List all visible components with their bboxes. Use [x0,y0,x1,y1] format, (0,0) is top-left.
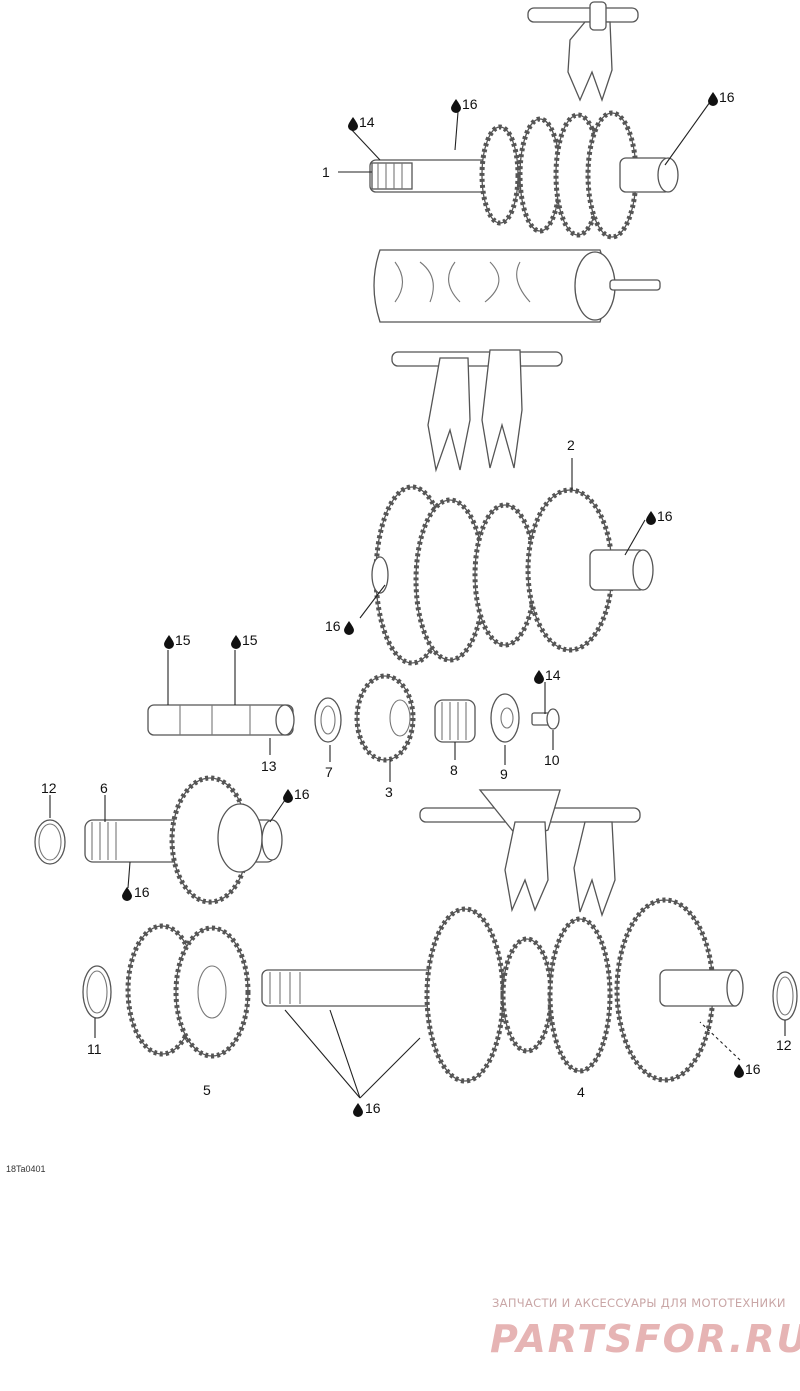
callout-7: 7 [325,764,333,780]
svg-text:14: 14 [359,114,375,130]
drawing-code: 18Ta0401 [6,1164,46,1174]
callout-12-left: 12 [41,780,57,796]
callout-5: 5 [203,1082,211,1098]
lube-marker: 14 [348,114,375,131]
lube-marker: 16 [283,786,310,803]
circlip-12-left [34,819,66,865]
callout-2: 2 [567,437,575,453]
screw-10 [531,708,560,730]
lube-marker: 16 [451,96,478,113]
main-shaft-assembly [369,110,679,240]
needle-bearing-8 [434,699,476,743]
svg-text:16: 16 [719,89,735,105]
oil-drop-icon [708,92,718,106]
svg-text:16: 16 [134,884,150,900]
output-shaft-gear-6 [84,775,283,905]
watermark-caption: ЗАПЧАСТИ И АКСЕССУАРЫ ДЛЯ МОТОТЕХНИКИ [492,1296,786,1310]
lube-marker: 14 [534,667,561,684]
washer-7 [314,697,342,743]
lower-shift-fork [419,789,641,918]
svg-text:16: 16 [462,96,478,112]
svg-text:15: 15 [242,632,258,648]
svg-text:16: 16 [365,1100,381,1116]
lube-marker: 16 [646,508,673,525]
watermark: ЗАПЧАСТИ И АКСЕССУАРЫ ДЛЯ МОТОТЕХНИКИ PA… [490,1296,800,1361]
svg-text:16: 16 [657,508,673,524]
oil-drop-icon [734,1064,744,1078]
callout-1: 1 [322,164,330,180]
callout-9: 9 [500,766,508,782]
lube-marker: 15 [164,632,191,649]
gear-5 [125,923,251,1059]
oil-drop-icon [348,117,358,131]
oil-drop-icon [283,789,293,803]
oil-drop-icon [122,887,132,901]
gear-3 [354,673,416,763]
oil-drop-icon [164,635,174,649]
lube-markers: 14 16 16 16 16 15 15 14 [122,89,761,1117]
callout-8: 8 [450,762,458,778]
top-shift-fork [527,1,639,102]
countershaft-assembly-4 [261,897,744,1084]
callout-6: 6 [100,780,108,796]
oil-drop-icon [353,1103,363,1117]
watermark-brand: PARTSFOR.RU [490,1317,800,1361]
lube-marker: 16 [122,884,150,901]
circlip-11 [82,965,112,1019]
washer-9 [490,693,520,743]
callout-11: 11 [87,1041,102,1057]
callout-labels: 1 2 3 4 5 6 7 8 9 10 11 12 12 13 [41,164,792,1100]
callout-12-right: 12 [776,1037,792,1053]
callout-3: 3 [385,784,393,800]
svg-text:16: 16 [325,618,341,634]
lube-marker: 16 [734,1061,761,1078]
countershaft-gear-cluster [371,484,654,666]
svg-text:16: 16 [294,786,310,802]
svg-text:14: 14 [545,667,561,683]
callout-13: 13 [261,758,277,774]
lube-marker: 16 [325,618,354,635]
shift-drum [373,249,661,323]
oil-drop-icon [534,670,544,684]
pinion-shaft [147,704,295,736]
oil-drop-icon [231,635,241,649]
oil-drop-icon [344,621,354,635]
oil-drop-icon [451,99,461,113]
leader-lines [49,101,786,1099]
svg-text:16: 16 [745,1061,761,1077]
lube-marker: 16 [708,89,735,106]
oil-drop-icon [646,511,656,525]
svg-text:15: 15 [175,632,191,648]
lube-marker: 16 [353,1100,381,1117]
middle-shift-forks [391,349,563,473]
callout-4: 4 [577,1084,585,1100]
callout-10: 10 [544,752,560,768]
lube-marker: 15 [231,632,258,649]
circlip-12-right [772,971,798,1021]
